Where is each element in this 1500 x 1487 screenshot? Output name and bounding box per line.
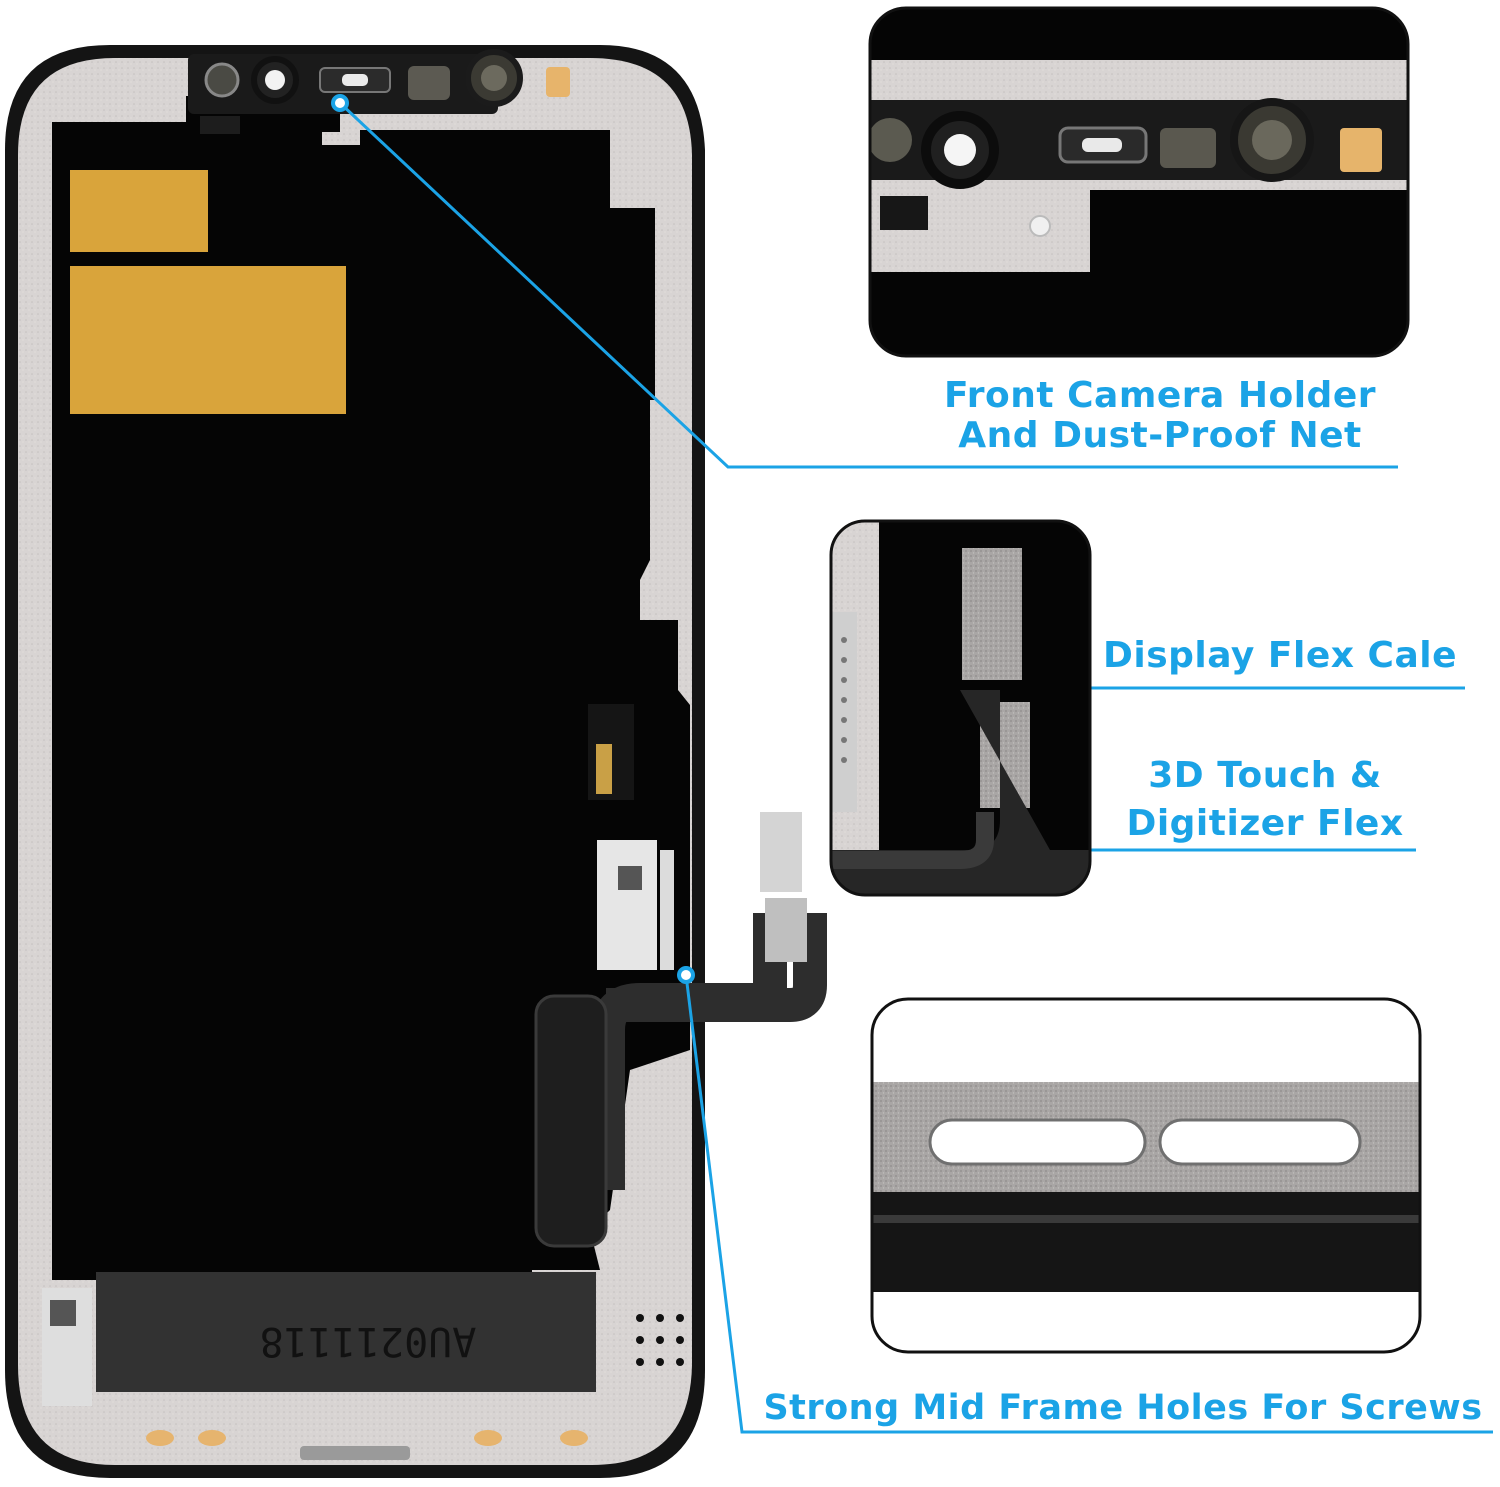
front-camera-holder xyxy=(188,49,570,134)
inset-flex-closeup xyxy=(829,519,1092,897)
adhesive-pad-1 xyxy=(70,170,208,252)
callout-front-camera-line1: Front Camera Holder xyxy=(943,375,1376,416)
bottom-shield xyxy=(96,1272,596,1392)
callout-display-flex: Display Flex Cale xyxy=(1095,636,1465,676)
callout-mid-frame: Strong Mid Frame Holes For Screws xyxy=(752,1388,1494,1428)
callout-front-camera-line2: And Dust-Proof Net xyxy=(958,415,1362,456)
screw-hole-1 xyxy=(928,1118,1147,1166)
panel-code-text: AU0211118 xyxy=(260,1318,477,1364)
callout-display-flex-label: Display Flex Cale xyxy=(1102,635,1457,676)
phone-display-assembly: AU0211118 xyxy=(5,45,827,1478)
flex-connector-area xyxy=(534,704,827,1248)
inset-flex-border xyxy=(829,519,1092,897)
inset-camera-closeup xyxy=(868,6,1410,358)
inset-frame-holes-border xyxy=(870,997,1422,1354)
leader-front-camera xyxy=(338,101,1398,469)
callout-mid-frame-label: Strong Mid Frame Holes For Screws xyxy=(763,1388,1483,1428)
callout-front-camera: Front Camera Holder And Dust-Proof Net xyxy=(900,376,1420,456)
adhesive-pad-2 xyxy=(70,266,346,414)
callout-touch-flex: 3D Touch & Digitizer Flex xyxy=(1110,752,1420,848)
connector-pins xyxy=(636,1314,684,1366)
inset-frame-holes-closeup xyxy=(870,997,1422,1354)
bottom-pads xyxy=(146,1430,588,1446)
callout-touch-flex-line1: 3D Touch & xyxy=(1148,755,1382,796)
screw-hole-2 xyxy=(1158,1118,1362,1166)
inset-camera-border xyxy=(868,6,1410,358)
leader-mid-frame xyxy=(684,974,1493,1434)
callout-touch-flex-line2: Digitizer Flex xyxy=(1126,803,1404,844)
